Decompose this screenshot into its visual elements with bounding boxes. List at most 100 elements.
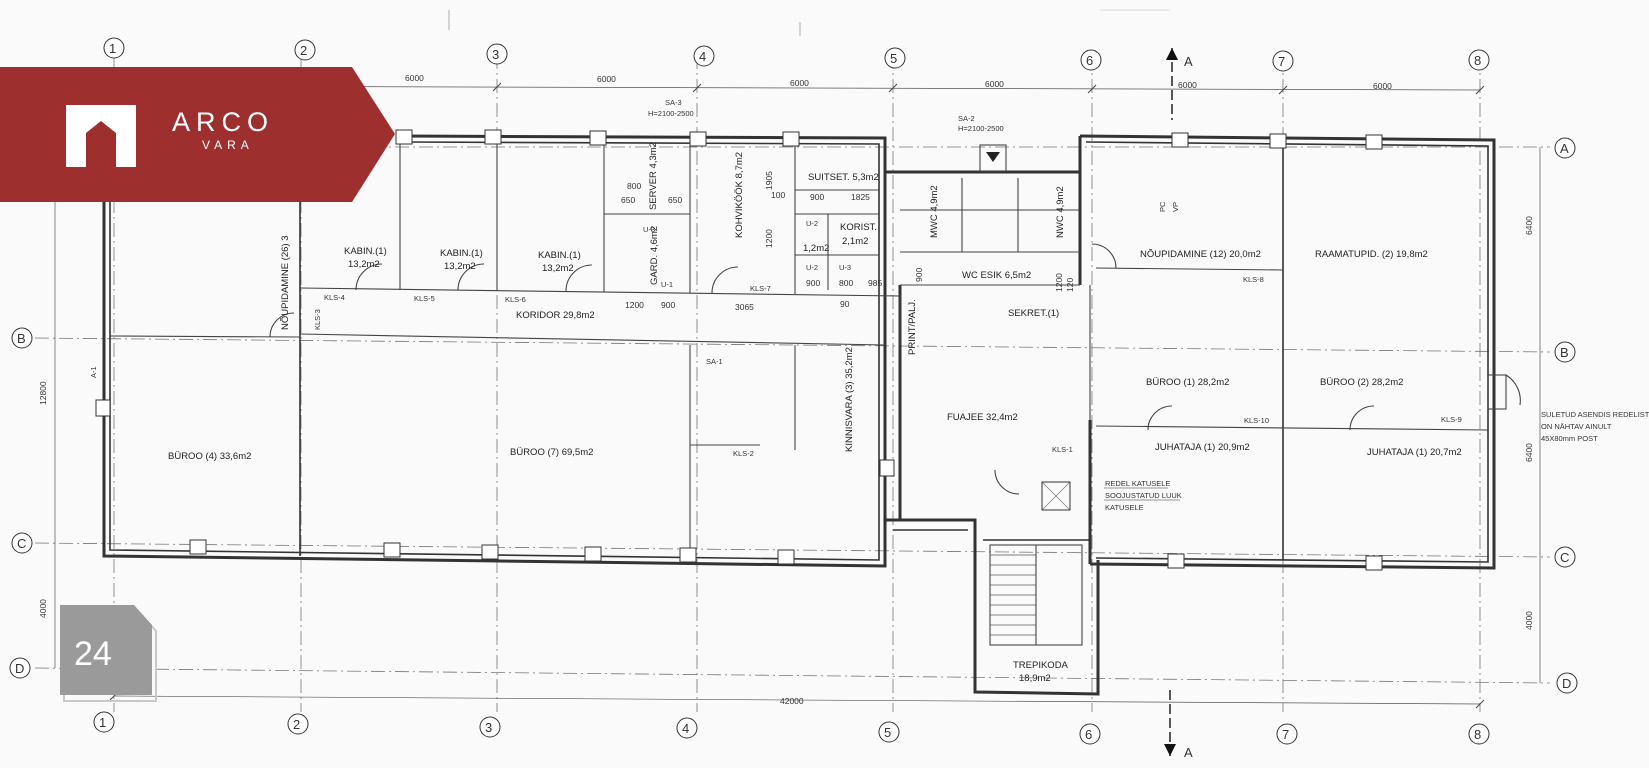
house-logo-icon (66, 105, 136, 167)
grid-row-a-right: A (1560, 141, 1569, 156)
grid-bubbles-top: 1 2 3 4 5 6 7 8 (103, 37, 1490, 72)
tag-kls1: KLS-1 (1052, 445, 1073, 454)
dim-1200: 1200 (625, 300, 644, 310)
tag-kls2: KLS-2 (733, 449, 754, 458)
room-wc-esik: WC ESIK 6,5m2 (962, 270, 1031, 281)
side-dimensions: 12800 4000 6400 6400 4000 (38, 147, 1541, 683)
dim-900-b: 900 (806, 278, 820, 288)
dim-900-a: 900 (661, 300, 675, 310)
room-server: SERVER 4,3m2 (648, 142, 659, 210)
grid-row-b-right: B (1560, 345, 1569, 360)
dim-left-bottom: 4000 (38, 599, 48, 618)
grid-col-5-top: 5 (890, 51, 897, 66)
tag-u3: U-3 (643, 225, 655, 234)
note-line-1: SULETUD ASENDIS REDELIST (1541, 410, 1649, 419)
room-kabin-1: KABIN.(1) (344, 246, 387, 257)
room-kabin-2-area: 13,2m2 (444, 261, 476, 272)
room-buroo-2: BÜROO (2) 28,2m2 (1320, 377, 1403, 388)
bottom-dimension-line: 42000 (109, 691, 1485, 709)
grid-col-3-top: 3 (492, 47, 499, 62)
grid-row-d-right: D (1562, 676, 1571, 691)
tag-kls8: KLS-8 (1243, 275, 1264, 284)
dim-top-6: 6000 (1373, 81, 1392, 91)
room-buroo-4: BÜROO (4) 33,6m2 (168, 451, 251, 462)
room-korist: KORIST. (840, 222, 877, 233)
grid-col-2-bottom: 2 (293, 717, 300, 732)
tag-kls10: KLS-10 (1244, 416, 1269, 425)
grid-col-2-top: 2 (300, 43, 307, 58)
dim-top-5: 6000 (1178, 80, 1197, 90)
dim-3065: 3065 (735, 302, 754, 312)
page-number: 24 (74, 635, 112, 673)
room-mwc: MWC 4,9m2 (929, 185, 940, 238)
grid-bubbles-bottom: 1 2 3 4 5 6 7 8 (93, 711, 1490, 745)
room-labels: KABIN.(1) 13,2m2 KABIN.(1) 13,2m2 KABIN.… (168, 142, 1462, 684)
tag-sa3: SA-3 (665, 98, 682, 107)
dim-900-suitset: 900 (810, 192, 824, 202)
room-kohvikook: KOHVIKÖÖK 8,7m2 (734, 152, 745, 238)
dim-right-top: 6400 (1524, 216, 1534, 235)
room-raamatupid: RAAMATUPID. (2) 19,8m2 (1315, 249, 1428, 260)
dim-top-2: 6000 (597, 74, 616, 84)
dim-650-a: 650 (621, 195, 635, 205)
label-redel-3: KATUSELE (1105, 503, 1144, 512)
tag-kls4: KLS-4 (324, 293, 345, 302)
room-gard: GARD. 4,6m2 (649, 226, 660, 285)
room-noupidamine-left: NÕUPIDAMINE (26) 3 (280, 236, 291, 331)
dim-120: 120 (1065, 278, 1075, 292)
room-small-storage: 1,2m2 (803, 243, 829, 254)
label-pc: PC (1158, 201, 1167, 212)
room-buroo-1: BÜROO (1) 28,2m2 (1146, 377, 1229, 388)
dim-left-total: 12800 (38, 381, 48, 405)
brand-wordmark: ARCO VARA (172, 108, 274, 154)
outer-walls (102, 134, 1496, 696)
grid-col-8-bottom: 8 (1474, 727, 1481, 742)
windows (95, 129, 1383, 571)
grid-row-b-left: B (17, 331, 26, 346)
ladder-note: SULETUD ASENDIS REDELIST ON NÄHTAV AINUL… (1487, 374, 1649, 443)
label-vp: VP (1171, 202, 1180, 212)
room-buroo-7: BÜROO (7) 69,5m2 (510, 447, 593, 458)
tag-sa2-h: H=2100-2500 (958, 124, 1004, 133)
room-print: PRINT/PALJ. (907, 299, 918, 355)
brand-sub: VARA (202, 138, 254, 152)
tag-kls9: KLS-9 (1441, 415, 1462, 424)
room-koridor: KORIDOR 29,8m2 (516, 310, 595, 321)
room-kabin-1-area: 13,2m2 (348, 259, 380, 270)
grid-col-6-top: 6 (1086, 53, 1093, 68)
dim-900-wc: 900 (914, 268, 924, 282)
room-sekret: SEKRET.(1) (1008, 308, 1059, 319)
brand-banner (0, 67, 395, 202)
room-noupidamine-12: NÕUPIDAMINE (12) 20,0m2 (1140, 249, 1261, 260)
room-suitset: SUITSET. 5,3m2 (808, 172, 879, 183)
room-trepikoda: TREPIKODA (1013, 660, 1069, 671)
dim-800-b: 800 (839, 278, 853, 288)
tag-sa3-h: H=2100-2500 (648, 109, 694, 118)
grid-col-1-top: 1 (109, 41, 116, 56)
dim-650-b: 650 (668, 195, 682, 205)
grid-row-d-left: D (15, 661, 24, 676)
tag-sa1: SA-1 (706, 357, 723, 366)
small-dimensions: 800 650 650 900 1825 1905 100 1200 1200 … (621, 171, 1075, 312)
dim-90: 90 (840, 299, 850, 309)
section-marker-top: A (1184, 54, 1193, 69)
label-redel-1: REDEL KATUSELE (1105, 479, 1170, 488)
grid-bubbles-rows: B C D A B C D (9, 137, 1578, 694)
label-redel-2: SOOJUSTATUD LUUK (1105, 491, 1182, 500)
tag-kls5: KLS-5 (414, 294, 435, 303)
note-line-2: ON NÄHTAV AINULT (1541, 422, 1612, 431)
dim-985: 985 (868, 278, 882, 288)
grid-row-c-left: C (17, 536, 26, 551)
dim-top-4: 6000 (985, 79, 1004, 89)
room-kinnisvara: KINNISVARA (3) 35,2m2 (844, 347, 855, 452)
grid-col-7-top: 7 (1278, 54, 1285, 69)
dim-top-3: 6000 (790, 78, 809, 88)
note-line-3: 45X80mm POST (1541, 434, 1598, 443)
dim-1200-vert: 1200 (764, 229, 774, 248)
section-marker-bottom: A (1184, 745, 1193, 760)
dim-top-1: 6000 (405, 73, 424, 83)
grid-col-8-top: 8 (1474, 53, 1481, 68)
dim-1825: 1825 (851, 192, 870, 202)
